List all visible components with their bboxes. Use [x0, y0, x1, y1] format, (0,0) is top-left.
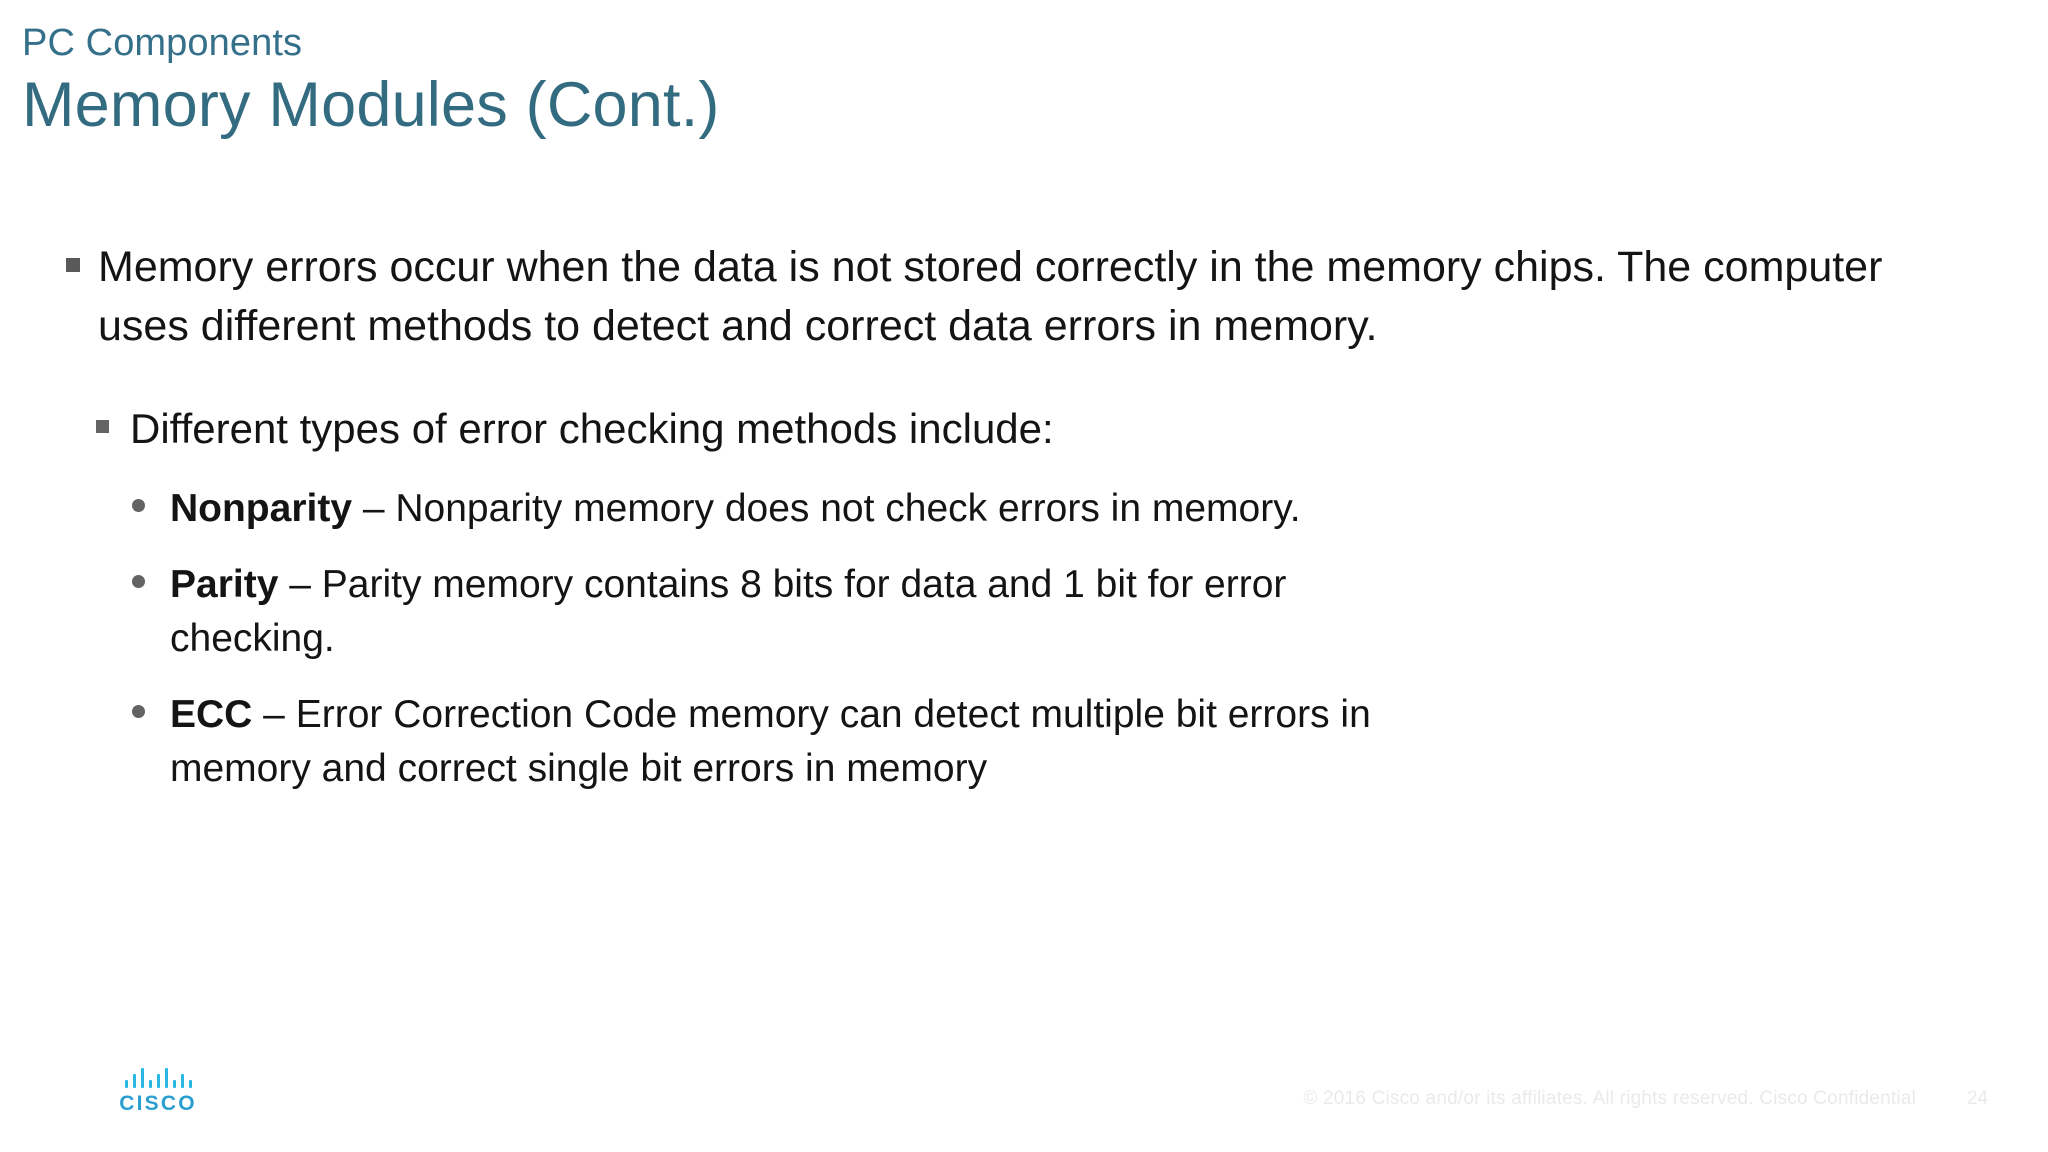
bullet-description: Nonparity memory does not check errors i…	[395, 487, 1301, 530]
slide-footer: CISCO © 2016 Cisco and/or its affiliates…	[0, 1032, 2048, 1152]
bullet-description: Parity memory contains 8 bits for data a…	[170, 563, 1287, 660]
bullet-term: Nonparity	[170, 487, 353, 530]
list-item: ECC – Error Correction Code memory can d…	[0, 688, 2048, 796]
list-item: Memory errors occur when the data is not…	[0, 238, 2048, 356]
list-item: Parity – Parity memory contains 8 bits f…	[0, 558, 2048, 666]
square-bullet-icon	[66, 238, 98, 272]
dot-bullet-icon	[132, 482, 170, 512]
cisco-logo: CISCO	[112, 1068, 204, 1116]
bullet-description: Error Correction Code memory can detect …	[170, 693, 1371, 790]
list-item: Different types of error checking method…	[0, 400, 2048, 458]
slide-body: Memory errors occur when the data is not…	[0, 238, 2048, 796]
bullet-term: Parity	[170, 563, 279, 606]
bullet-text: Nonparity – Nonparity memory does not ch…	[170, 482, 1301, 536]
cisco-wordmark: CISCO	[119, 1092, 197, 1115]
bullet-term: ECC	[170, 693, 253, 736]
bullet-text: Parity – Parity memory contains 8 bits f…	[170, 558, 1420, 666]
dot-bullet-icon	[132, 688, 170, 718]
list-item: Nonparity – Nonparity memory does not ch…	[0, 482, 2048, 536]
cisco-bridge-icon	[112, 1068, 204, 1088]
slide-header: PC Components Memory Modules (Cont.)	[22, 22, 1722, 140]
bullet-text: ECC – Error Correction Code memory can d…	[170, 688, 1420, 796]
bullet-dash: –	[352, 487, 396, 530]
copyright-text: © 2016 Cisco and/or its affiliates. All …	[1303, 1088, 1916, 1109]
bullet-dash: –	[252, 693, 296, 736]
dot-bullet-icon	[132, 558, 170, 588]
page-title: Memory Modules (Cont.)	[22, 69, 720, 140]
bullet-dash: –	[278, 563, 322, 606]
bullet-text: Different types of error checking method…	[130, 405, 1054, 452]
eyebrow-text: PC Components	[22, 22, 303, 64]
sub-list: Nonparity – Nonparity memory does not ch…	[0, 482, 2048, 796]
page-number: 24	[1966, 1088, 1988, 1109]
square-bullet-icon	[96, 400, 130, 433]
bullet-text: Memory errors occur when the data is not…	[98, 243, 1883, 350]
